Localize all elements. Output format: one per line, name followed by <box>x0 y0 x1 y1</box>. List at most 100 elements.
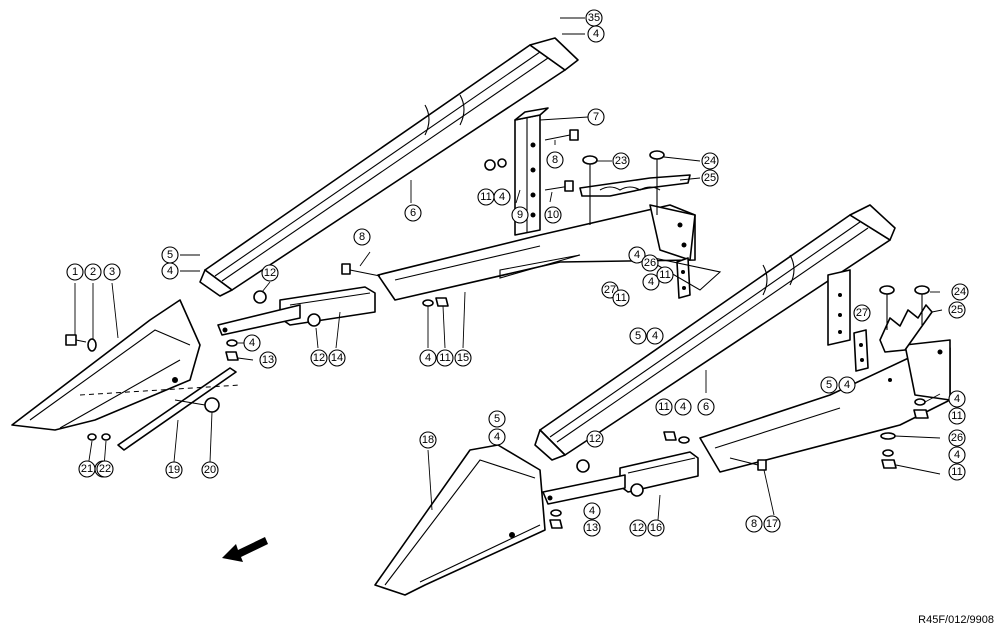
callout-number: 11 <box>439 352 450 364</box>
callout-9: 9 <box>511 206 529 224</box>
callout-11: 11 <box>948 463 966 481</box>
callout-number: 6 <box>410 207 416 219</box>
callout-17: 17 <box>763 515 781 533</box>
callout-3: 3 <box>103 263 121 281</box>
frame-arm-lower <box>699 339 951 473</box>
callout-number: 5 <box>635 330 641 342</box>
callout-24: 24 <box>701 152 719 170</box>
callout-number: 4 <box>648 276 654 288</box>
callout-6: 6 <box>404 204 422 222</box>
callout-12: 12 <box>629 519 647 537</box>
callout-12: 12 <box>310 349 328 367</box>
callout-number: 8 <box>359 231 365 243</box>
callout-6: 6 <box>697 398 715 416</box>
callout-4: 4 <box>488 428 506 446</box>
divider-tube-lower <box>534 204 896 461</box>
vertical-bracket <box>514 107 549 236</box>
callout-25: 25 <box>701 169 719 187</box>
callout-number: 12 <box>632 522 644 534</box>
callout-number: 11 <box>615 292 626 304</box>
callout-number: 4 <box>634 249 640 261</box>
callout-4: 4 <box>628 246 646 264</box>
callout-number: 25 <box>951 304 963 316</box>
callout-number: 5 <box>167 249 173 261</box>
callout-number: 11 <box>480 191 491 203</box>
strap-plate-upper <box>579 174 691 197</box>
divider-shoe-left <box>11 299 201 431</box>
clamp-plate-upper <box>639 254 722 299</box>
callout-27: 27 <box>853 304 871 322</box>
callout-number: 5 <box>826 379 832 391</box>
link-bar-lower <box>542 451 699 529</box>
callout-number: 24 <box>704 155 716 167</box>
callout-number: 19 <box>168 464 180 476</box>
callout-22: 22 <box>96 460 114 478</box>
callout-number: 12 <box>589 433 601 445</box>
callout-number: 35 <box>588 12 600 24</box>
callout-12: 12 <box>261 264 279 282</box>
callout-number: 24 <box>954 286 966 298</box>
callout-number: 27 <box>604 284 616 296</box>
callout-20: 20 <box>201 461 219 479</box>
callout-8: 8 <box>745 515 763 533</box>
callout-number: 12 <box>264 267 276 279</box>
callout-4: 4 <box>674 398 692 416</box>
callout-4: 4 <box>838 376 856 394</box>
bolt-arm-upper <box>341 263 381 277</box>
callout-number: 1 <box>72 266 78 278</box>
callout-number: 22 <box>99 463 111 475</box>
nut-washer-upper <box>225 339 239 361</box>
callout-16: 16 <box>647 519 665 537</box>
callout-number: 11 <box>658 401 669 413</box>
nose-cone <box>374 444 546 596</box>
callout-21: 21 <box>78 460 96 478</box>
callout-number: 17 <box>766 518 778 530</box>
callout-number: 4 <box>593 28 599 40</box>
callout-number: 21 <box>81 463 93 475</box>
callout-number: 4 <box>494 431 500 443</box>
callout-4: 4 <box>948 446 966 464</box>
frame-arm-upper <box>377 204 696 301</box>
reference-code: R45F/012/9908 <box>918 614 994 626</box>
callout-8: 8 <box>546 151 564 169</box>
callout-4: 4 <box>583 502 601 520</box>
callout-number: 8 <box>552 154 558 166</box>
callout-11: 11 <box>436 349 454 367</box>
callout-number: 13 <box>586 522 598 534</box>
callout-number: 11 <box>659 269 670 281</box>
callout-number: 4 <box>652 330 658 342</box>
callout-number: 4 <box>249 337 255 349</box>
callout-4: 4 <box>493 188 511 206</box>
callout-number: 6 <box>703 401 709 413</box>
arm-hardware-lower <box>663 431 690 444</box>
callout-26: 26 <box>948 429 966 447</box>
vertical-bracket-lower <box>827 269 851 346</box>
callout-11: 11 <box>655 398 673 416</box>
callout-11: 11 <box>656 266 674 284</box>
callout-5: 5 <box>161 246 179 264</box>
bolts-bracket <box>484 129 579 192</box>
callout-5: 5 <box>820 376 838 394</box>
callout-4: 4 <box>587 25 605 43</box>
callout-number: 9 <box>517 209 523 221</box>
callout-number: 4 <box>954 393 960 405</box>
callout-12: 12 <box>586 430 604 448</box>
callout-4: 4 <box>948 390 966 408</box>
callout-2: 2 <box>84 263 102 281</box>
callout-4: 4 <box>243 334 261 352</box>
callout-4: 4 <box>642 273 660 291</box>
callout-number: 4 <box>167 265 173 277</box>
callout-number: 8 <box>751 518 757 530</box>
skid-rod <box>79 367 241 451</box>
callout-5: 5 <box>488 410 506 428</box>
link-bar-upper <box>217 286 376 336</box>
callout-number: 20 <box>204 464 216 476</box>
callout-5: 5 <box>629 327 647 345</box>
carriage-bolts-lower <box>879 285 930 330</box>
callout-24: 24 <box>951 283 969 301</box>
callout-number: 4 <box>680 401 686 413</box>
callout-35: 35 <box>585 9 603 27</box>
divider-tube-upper <box>199 37 579 297</box>
callout-7: 7 <box>587 108 605 126</box>
